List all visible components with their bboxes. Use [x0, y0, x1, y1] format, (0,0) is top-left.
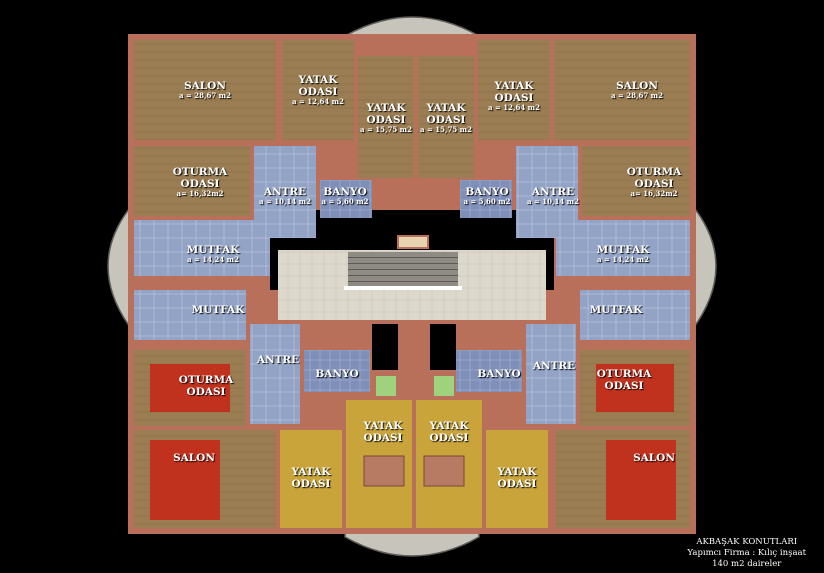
room-banyo-top-left	[320, 180, 372, 218]
shaft-left	[372, 324, 398, 370]
shaft-right	[430, 324, 456, 370]
room-salon-top-left	[134, 40, 276, 140]
light-well-right	[434, 376, 454, 396]
rug-salon-bottom-right	[606, 440, 676, 520]
room-yatak-bottom-4	[486, 430, 548, 528]
bed-bottom-2	[363, 455, 405, 487]
balcony-left	[107, 202, 133, 333]
caption-project: AKBAŞAK KONUTLARI	[696, 537, 798, 547]
room-oturma-top-left	[134, 146, 250, 216]
room-salon-top-right	[554, 40, 690, 140]
staircase	[348, 252, 458, 290]
room-banyo-bottom-right	[456, 350, 522, 392]
rug-salon-bottom-left	[150, 440, 220, 520]
room-yatak-bottom-1	[280, 430, 342, 528]
room-mutfak-top-left	[134, 220, 270, 276]
room-banyo-top-right	[460, 180, 512, 218]
caption: AKBAŞAK KONUTLARI Yapımcı Firma : Kılıç …	[687, 537, 806, 570]
elevator-window	[397, 235, 429, 249]
caption-builder: Yapımcı Firma : Kılıç inşaat	[687, 548, 806, 558]
room-mutfak-bottom-left	[134, 290, 246, 340]
balcony-right	[691, 202, 717, 333]
room-mutfak-bottom-right	[580, 290, 690, 340]
room-antre-bottom-right	[526, 324, 576, 424]
stair-railing	[344, 286, 462, 290]
room-banyo-bottom-left	[304, 350, 370, 392]
bed-bottom-3	[423, 455, 465, 487]
room-yatak-top-3	[418, 56, 474, 178]
room-yatak-top-4	[478, 40, 550, 140]
balcony-bottom	[344, 530, 480, 557]
room-antre-bottom-left	[250, 324, 300, 424]
rug-oturma-bottom-right	[596, 364, 674, 412]
light-well-left	[376, 376, 396, 396]
room-oturma-top-right	[582, 146, 690, 216]
room-mutfak-top-right	[556, 220, 690, 276]
room-yatak-top-1	[282, 40, 354, 140]
caption-size: 140 m2 daireler	[712, 559, 782, 569]
room-yatak-top-2	[358, 56, 414, 178]
rug-oturma-bottom-left	[150, 364, 230, 412]
